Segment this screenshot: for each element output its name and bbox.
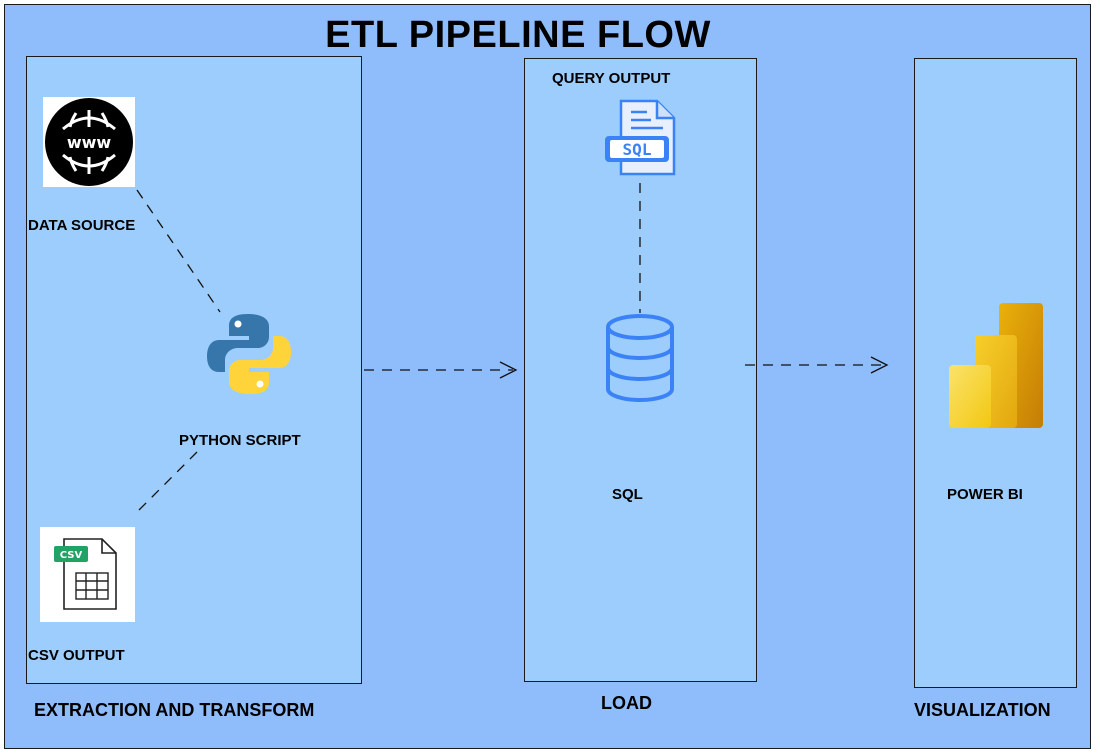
globe-www-icon: www bbox=[43, 97, 135, 187]
load-panel-label: LOAD bbox=[601, 693, 652, 713]
svg-text:www: www bbox=[67, 133, 112, 152]
python-script-label: PYTHON SCRIPT bbox=[179, 432, 301, 449]
query-output-label: QUERY OUTPUT bbox=[552, 70, 671, 87]
sql-label: SQL bbox=[612, 486, 643, 503]
python-logo-icon bbox=[205, 310, 293, 398]
csv-file-icon: CSV bbox=[40, 527, 135, 622]
data-source-label: DATA SOURCE bbox=[28, 217, 136, 234]
visualize-panel-label: VISUALIZATION bbox=[914, 700, 1051, 720]
csv-badge-text: CSV bbox=[60, 550, 83, 561]
sql-file-icon: SQL bbox=[603, 98, 677, 178]
power-bi-logo-icon bbox=[945, 303, 1045, 429]
database-icon bbox=[604, 313, 676, 403]
diagram-title: ETL PIPELINE FLOW bbox=[325, 14, 711, 56]
csv-output-label: CSV OUTPUT bbox=[28, 647, 125, 664]
sql-badge-text: SQL bbox=[623, 140, 652, 159]
power-bi-label: POWER BI bbox=[947, 486, 1023, 503]
extract-panel-label: EXTRACTION AND TRANSFORM bbox=[34, 700, 315, 720]
